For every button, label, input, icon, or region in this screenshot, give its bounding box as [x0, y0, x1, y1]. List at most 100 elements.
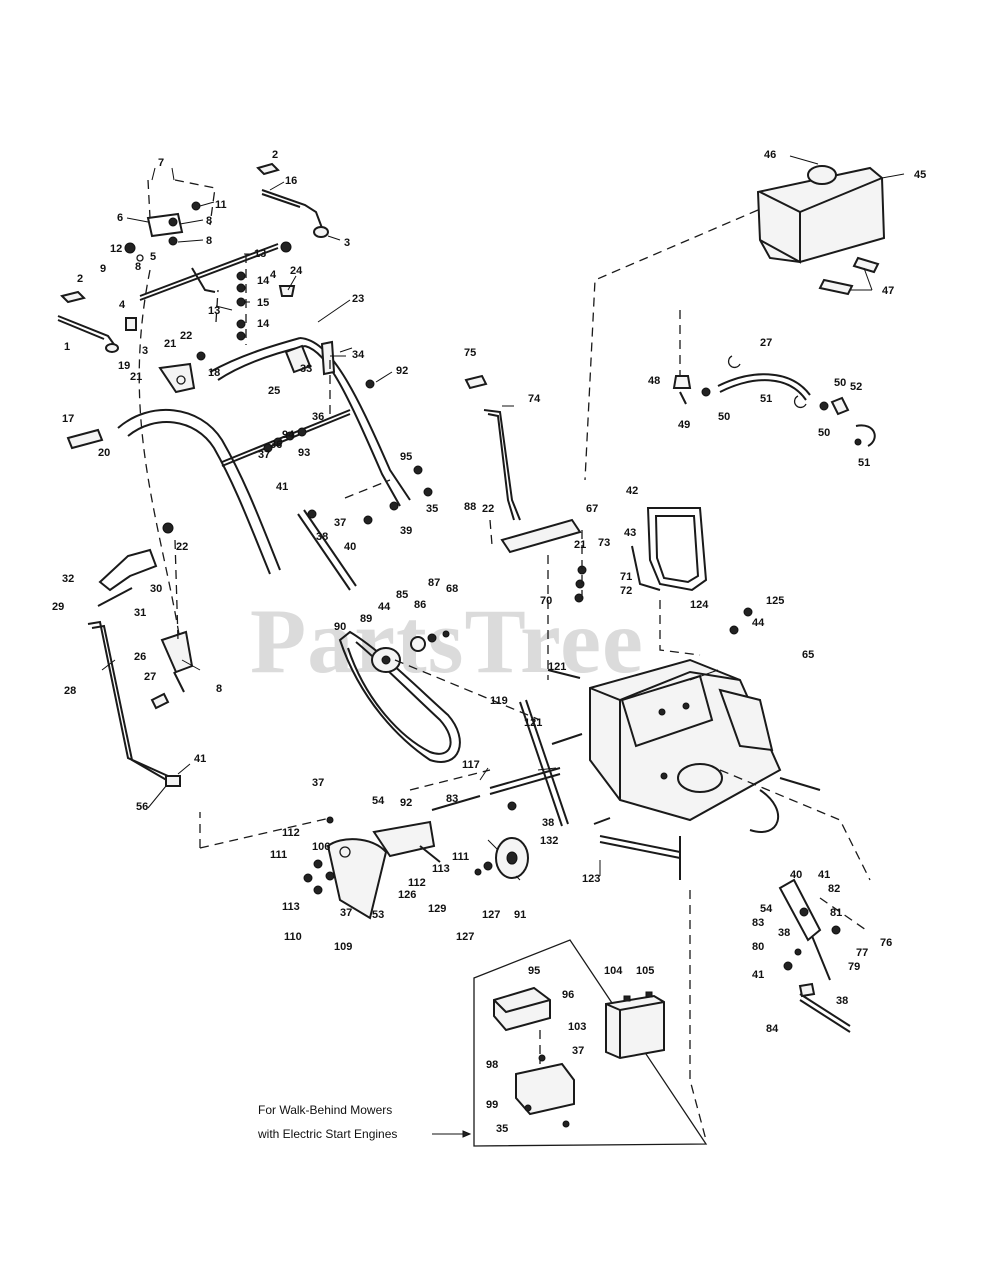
callout-label: 82	[828, 883, 840, 895]
nut	[783, 961, 793, 971]
plate-hole	[339, 846, 351, 858]
washer	[794, 948, 802, 956]
callout-label: 119	[490, 695, 508, 707]
callout-label: 37	[340, 907, 352, 919]
arrow-head	[462, 1130, 472, 1138]
axle-shaft	[599, 835, 681, 853]
callout-label: 38	[778, 927, 790, 939]
nut	[799, 907, 809, 917]
pedal-end	[798, 982, 816, 998]
callout-label: 8	[135, 261, 141, 273]
assembly-guide	[147, 179, 151, 219]
fuel-tank-body	[756, 166, 886, 264]
nut	[427, 633, 437, 643]
axle-shaft-edge	[599, 841, 681, 859]
callout-label: 43	[624, 527, 636, 539]
cap	[278, 285, 296, 297]
fuel-valve	[672, 375, 692, 389]
callout-label: 127	[456, 931, 474, 943]
transmission-housing	[620, 674, 714, 748]
callout-label: 39	[400, 525, 412, 537]
callout-label: 51	[858, 457, 870, 469]
nut	[168, 236, 178, 246]
fuel-hose	[717, 373, 811, 396]
callout-label: 124	[690, 599, 709, 611]
upper-control-cluster	[57, 162, 329, 394]
callout-label: 50	[818, 427, 830, 439]
fuel-fitting	[830, 396, 850, 416]
shift-lever-edge	[487, 413, 515, 521]
callout-label: 27	[144, 671, 156, 683]
pulley-hub	[506, 851, 518, 865]
callout-label: 23	[352, 293, 364, 305]
handle-crossbar	[209, 337, 301, 373]
grip-pad	[60, 290, 86, 304]
callout-label: 37	[258, 449, 270, 461]
control-lever-edge	[57, 319, 105, 340]
nut	[280, 241, 292, 253]
callout-label: 15	[257, 297, 269, 309]
nut	[263, 443, 273, 453]
callout-label: 37	[334, 517, 346, 529]
link-rod-edge	[525, 699, 569, 825]
rod-bracket	[191, 267, 216, 293]
hand-grip	[66, 428, 104, 450]
callout-label: 127	[482, 909, 500, 921]
nut	[574, 593, 584, 603]
callout-label: 121	[548, 661, 566, 673]
callout-label: 46	[764, 149, 776, 161]
callout-label: 74	[528, 393, 541, 405]
callout-label: 50	[834, 377, 846, 389]
pulley-hub	[381, 655, 391, 665]
center-lever-assembly	[464, 374, 587, 680]
callout-label: 105	[636, 965, 654, 977]
callout-label: 98	[486, 1059, 498, 1071]
callout-label: 22	[482, 503, 494, 515]
guard-strap	[631, 545, 661, 591]
control-rod-long	[87, 620, 169, 777]
callout-label: 35	[496, 1123, 508, 1135]
callout-label: 17	[62, 413, 74, 425]
pin	[551, 733, 583, 745]
nut	[236, 319, 246, 329]
control-lever-edge	[261, 193, 301, 208]
callout-label: 34	[352, 349, 365, 361]
callout-label: 9	[100, 263, 106, 275]
callout-label: 41	[276, 481, 288, 493]
nut	[297, 427, 307, 437]
tank-pad	[818, 278, 854, 296]
nut	[507, 801, 517, 811]
nut	[236, 283, 246, 293]
callout-label: 123	[582, 873, 600, 885]
nut	[273, 437, 283, 447]
spring-short	[419, 845, 441, 863]
control-cable-rod	[297, 513, 351, 591]
bracket-hole	[176, 375, 186, 385]
callout-label: 38	[542, 817, 554, 829]
battery-terminal	[645, 991, 653, 998]
callout-label: 54	[372, 795, 385, 807]
mounting-bracket	[146, 212, 184, 238]
callout-label: 26	[134, 651, 146, 663]
callout-label: 38	[836, 995, 848, 1007]
callout-label: 3	[142, 345, 148, 357]
callout-label: 21	[164, 338, 176, 350]
callout-label: 8	[206, 215, 212, 227]
drive-shaft	[489, 767, 561, 789]
right-lower-linkage	[778, 878, 867, 1033]
battery-terminal	[623, 995, 631, 1002]
callout-label: 8	[206, 235, 212, 247]
nut	[313, 885, 323, 895]
drive-belt-inner	[347, 641, 452, 755]
nut	[124, 242, 136, 254]
lever-arm	[811, 935, 831, 981]
elbow-hose	[855, 424, 876, 447]
bolt	[562, 1120, 570, 1128]
spacer	[125, 317, 137, 331]
callout-label: 67	[586, 503, 598, 515]
callout-label: 80	[752, 941, 764, 953]
callout-label: 103	[568, 1021, 586, 1033]
bolt	[524, 1104, 532, 1112]
callout-label: 14	[257, 318, 270, 330]
control-rod-edge	[139, 247, 279, 301]
